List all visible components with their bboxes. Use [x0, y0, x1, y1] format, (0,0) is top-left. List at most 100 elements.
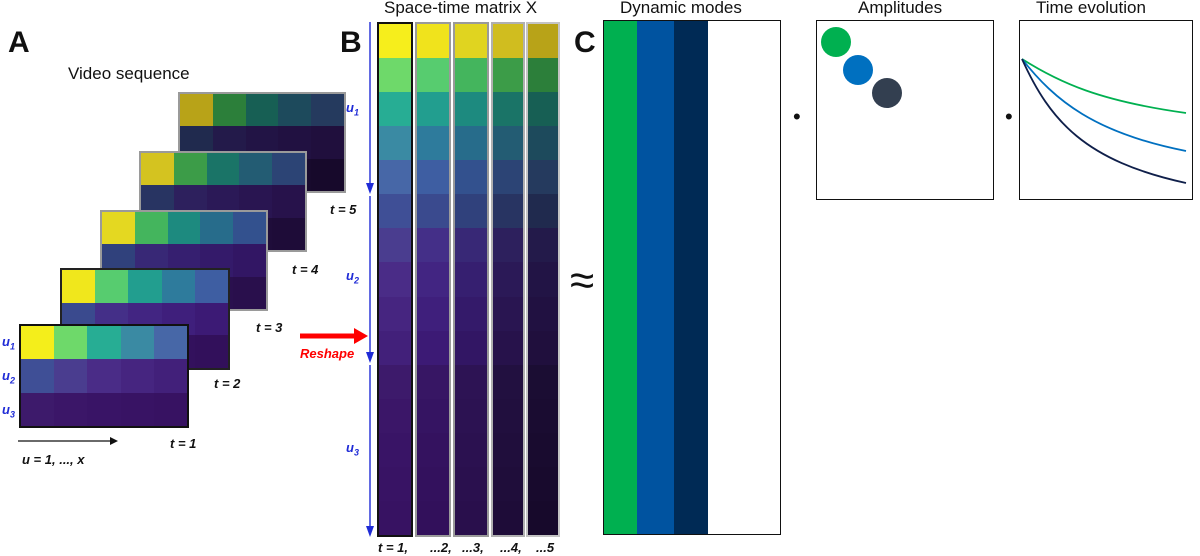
matrix-row-label-u2: u2 [346, 268, 359, 286]
matrix-cell [455, 432, 487, 467]
panel-b-letter: B [340, 26, 362, 59]
frame-pixel [54, 392, 88, 426]
matrix-cell [417, 58, 449, 93]
matrix-cell [417, 364, 449, 399]
video-sequence-title: Video sequence [68, 64, 190, 83]
matrix-cell [379, 58, 411, 93]
matrix-cell [493, 194, 523, 229]
frame-pixel [120, 326, 154, 360]
matrix-cell [455, 24, 487, 59]
matrix-column-t1 [377, 22, 413, 537]
matrix-cell [455, 228, 487, 263]
matrix-cell [493, 58, 523, 93]
dot-operator-1: • [793, 104, 801, 129]
column-label-t2: ...2, [430, 540, 452, 555]
matrix-cell [379, 398, 411, 433]
matrix-cell [455, 466, 487, 501]
matrix-cell [455, 330, 487, 365]
matrix-cell [417, 24, 449, 59]
frame-pixel [194, 270, 228, 303]
frame-pixel [167, 212, 201, 245]
matrix-cell [493, 24, 523, 59]
dynamic-mode-1 [604, 21, 637, 534]
u-axis-label: u = 1, ..., x [22, 452, 85, 467]
matrix-cell [417, 160, 449, 195]
amplitude-1 [821, 27, 851, 57]
matrix-cell [493, 92, 523, 127]
amplitudes-title: Amplitudes [858, 0, 943, 17]
matrix-cell [379, 126, 411, 161]
matrix-cell [455, 160, 487, 195]
matrix-cell [417, 466, 449, 501]
row-label-u3: u3 [2, 402, 15, 420]
frame-pixel [87, 359, 121, 393]
matrix-column-t3 [453, 22, 489, 537]
amplitude-2 [843, 55, 873, 85]
matrix-cell [493, 296, 523, 331]
reshape-label: Reshape [300, 346, 355, 361]
frame-pixel [233, 212, 266, 245]
video-frame-t1 [19, 324, 189, 428]
matrix-cell [493, 364, 523, 399]
matrix-column-t5 [526, 22, 560, 537]
frame-pixel [206, 153, 240, 186]
frame-pixel [54, 326, 88, 360]
frame-pixel [200, 212, 234, 245]
matrix-cell [455, 92, 487, 127]
matrix-cell [455, 364, 487, 399]
matrix-cell [455, 126, 487, 161]
matrix-cell [455, 398, 487, 433]
matrix-cell [379, 24, 411, 59]
matrix-cell [379, 160, 411, 195]
matrix-cell [528, 466, 558, 501]
matrix-cell [528, 262, 558, 297]
frame-pixel [245, 94, 279, 127]
matrix-cell [528, 364, 558, 399]
matrix-cell [493, 398, 523, 433]
matrix-cell [493, 432, 523, 467]
matrix-row-label-u1: u1 [346, 100, 359, 118]
frame-pixel [272, 217, 305, 250]
column-label-t5: ...5 [536, 540, 555, 555]
matrix-cell [379, 364, 411, 399]
frame-pixel [128, 270, 162, 303]
frame-pixel [153, 326, 187, 360]
matrix-column-t4 [491, 22, 525, 537]
matrix-cell [493, 330, 523, 365]
matrix-cell [379, 194, 411, 229]
frame-pixel [212, 94, 246, 127]
frame-pixel [161, 270, 195, 303]
time-evolution-title: Time evolution [1036, 0, 1146, 17]
matrix-cell [528, 296, 558, 331]
approx-symbol: ≈ [570, 256, 595, 305]
matrix-cell [417, 296, 449, 331]
time-label-t1: t = 1 [170, 436, 197, 451]
frame-pixel [102, 212, 135, 245]
matrix-cell [417, 330, 449, 365]
matrix-cell [379, 466, 411, 501]
dynamic-mode-2 [637, 21, 674, 534]
matrix-cell [417, 194, 449, 229]
matrix-cell [379, 92, 411, 127]
column-label-t4: ...4, [500, 540, 522, 555]
frame-pixel [153, 359, 187, 393]
row-label-u2: u2 [2, 368, 15, 386]
frame-pixel [21, 359, 55, 393]
frame-pixel [194, 335, 228, 368]
time-evolution-curve-1 [1021, 58, 1187, 114]
matrix-cell [493, 466, 523, 501]
matrix-cell [493, 262, 523, 297]
time-evolution-plot [1021, 58, 1187, 184]
matrix-cell [417, 228, 449, 263]
matrix-cell [528, 160, 558, 195]
matrix-cell [528, 398, 558, 433]
frame-pixel [239, 153, 273, 186]
amplitude-3 [872, 78, 902, 108]
column-label-t1: t = 1, [378, 540, 408, 555]
row-label-u1: u1 [2, 334, 15, 352]
matrix-cell [417, 398, 449, 433]
frame-pixel [95, 270, 129, 303]
matrix-cell [455, 500, 487, 535]
matrix-cell [379, 500, 411, 535]
